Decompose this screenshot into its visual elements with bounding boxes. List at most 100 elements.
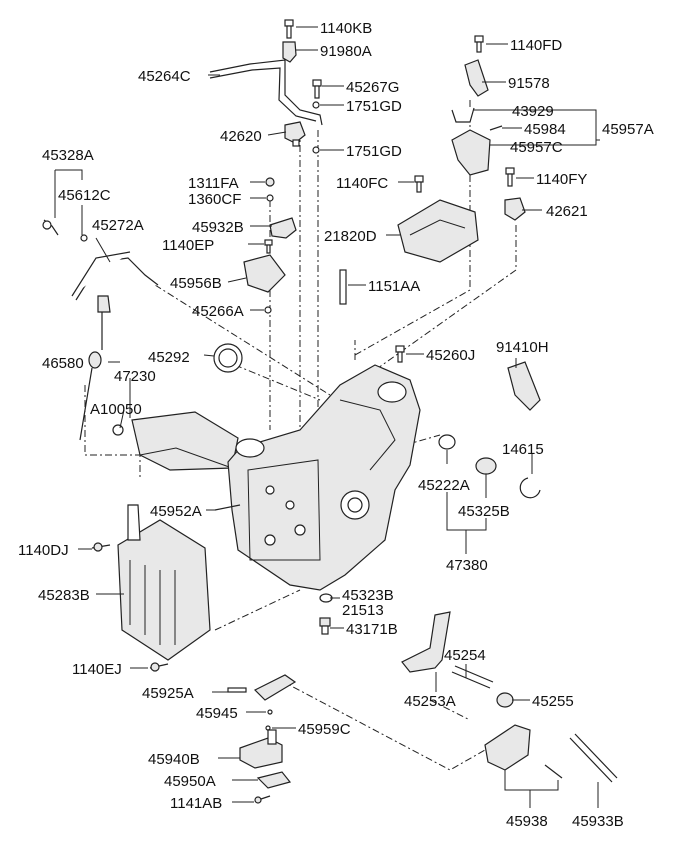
oring-45222a-shape — [438, 434, 456, 450]
label-45255: 45255 — [532, 693, 574, 710]
label-1140EP: 1140EP — [162, 237, 214, 254]
label-45323B: 45323B — [342, 587, 394, 604]
bolt-1140fc-shape — [414, 175, 424, 193]
label-A10050: A10050 — [90, 401, 142, 418]
oring-a10050-shape — [112, 424, 124, 436]
pin-45925a-shape — [227, 687, 247, 693]
label-45328A: 45328A — [42, 147, 94, 164]
lever-45253a-shape — [401, 611, 451, 673]
bolt-1140kb-shape — [284, 19, 294, 39]
label-47230: 47230 — [114, 368, 156, 385]
label-21513: 21513 — [342, 602, 384, 619]
bolt-45328a-shape — [42, 219, 59, 236]
bolt-1140ej-shape — [149, 662, 169, 672]
label-45283B: 45283B — [38, 587, 90, 604]
lever-45932b-shape — [269, 217, 297, 239]
part-labels: 1140KB 91980A 45264C 45267G 1751GD 42620… — [18, 20, 654, 830]
label-1140KB: 1140KB — [320, 20, 372, 37]
ball-45945-shape — [267, 709, 273, 715]
pin-45952a-shape — [214, 504, 241, 511]
label-47380: 47380 — [446, 557, 488, 574]
label-45940B: 45940B — [148, 751, 200, 768]
label-46580: 46580 — [42, 355, 84, 372]
label-45264C: 45264C — [138, 68, 191, 85]
label-45325B: 45325B — [458, 503, 510, 520]
shaft-45254-shape — [451, 665, 494, 689]
label-45984: 45984 — [524, 121, 566, 138]
bolt-1140dj-shape — [91, 542, 111, 552]
stud-1151aa-shape — [339, 269, 347, 305]
dipstick-46580-shape — [79, 295, 111, 441]
switch-45956b-shape — [243, 254, 286, 293]
bolt-45984-shape — [489, 125, 503, 131]
plug-45325b-shape — [475, 457, 497, 475]
oilpan-45283b-shape — [117, 504, 211, 661]
pipe-45264c-shape — [209, 59, 323, 126]
label-45957C: 45957C — [510, 139, 563, 156]
washer-1751gd-a-shape — [312, 101, 320, 109]
bracket-91410h-shape — [507, 361, 541, 411]
pin-45938-shape — [544, 764, 563, 779]
bolt-1140ep-shape — [264, 239, 273, 254]
label-1360CF: 1360CF — [188, 191, 241, 208]
bracket-45957c-shape — [451, 129, 491, 176]
label-1140FD: 1140FD — [510, 37, 562, 54]
label-45945: 45945 — [196, 705, 238, 722]
label-14615: 14615 — [502, 441, 544, 458]
filter-47230-shape — [131, 411, 239, 471]
label-21820D: 21820D — [324, 228, 377, 245]
hose-45272a-shape — [71, 251, 159, 301]
rod-45933b-shape — [569, 733, 618, 783]
label-45267G: 45267G — [346, 79, 399, 96]
transmission-case-shape — [227, 364, 421, 591]
label-45272A: 45272A — [92, 217, 144, 234]
bracket-91980a-shape — [282, 41, 297, 63]
label-1140EJ: 1140EJ — [72, 661, 122, 678]
part-sketches — [42, 19, 618, 804]
label-45253A: 45253A — [404, 693, 456, 710]
label-1140FY: 1140FY — [536, 171, 587, 188]
label-45959C: 45959C — [298, 721, 351, 738]
label-45612C: 45612C — [58, 187, 111, 204]
clip-43929-shape — [451, 107, 475, 123]
label-1140DJ: 1140DJ — [18, 542, 69, 559]
sensor-42621-shape — [504, 197, 526, 221]
label-45292: 45292 — [148, 349, 190, 366]
label-45260J: 45260J — [426, 347, 475, 364]
plug-43171b-shape — [319, 617, 331, 635]
bolt-1141ab-shape — [254, 795, 271, 804]
label-45222A: 45222A — [418, 477, 470, 494]
plate-45950a-shape — [256, 771, 292, 789]
label-45952A: 45952A — [150, 503, 202, 520]
label-45925A: 45925A — [142, 685, 194, 702]
bolt-45267g-shape — [312, 79, 322, 99]
mount-21820d-shape — [397, 199, 479, 263]
leader-lines — [54, 26, 600, 808]
bracket-91578-shape — [464, 59, 489, 97]
washer-1751gd-b-shape — [312, 146, 320, 154]
lever-45945-shape — [253, 674, 297, 701]
label-45956B: 45956B — [170, 275, 222, 292]
label-45266A: 45266A — [192, 303, 244, 320]
label-42620: 42620 — [220, 128, 262, 145]
nut-1311fa-shape — [265, 177, 275, 187]
label-45950A: 45950A — [164, 773, 216, 790]
bracket-45938-shape — [484, 724, 531, 771]
label-43171B: 43171B — [346, 621, 398, 638]
bolt-45260j-shape — [395, 345, 405, 363]
label-1140FC: 1140FC — [336, 175, 388, 192]
bracket-45940b-shape — [239, 729, 283, 769]
label-43929: 43929 — [512, 103, 554, 120]
label-45938: 45938 — [506, 813, 548, 830]
label-1141AB: 1141AB — [170, 795, 222, 812]
label-45932B: 45932B — [192, 219, 244, 236]
label-42621: 42621 — [546, 203, 588, 220]
label-45957A: 45957A — [602, 121, 654, 138]
label-91578: 91578 — [508, 75, 550, 92]
label-1311FA: 1311FA — [188, 175, 239, 192]
spring-45255-shape — [496, 692, 514, 708]
label-91980A: 91980A — [320, 43, 372, 60]
label-45933B: 45933B — [572, 813, 624, 830]
